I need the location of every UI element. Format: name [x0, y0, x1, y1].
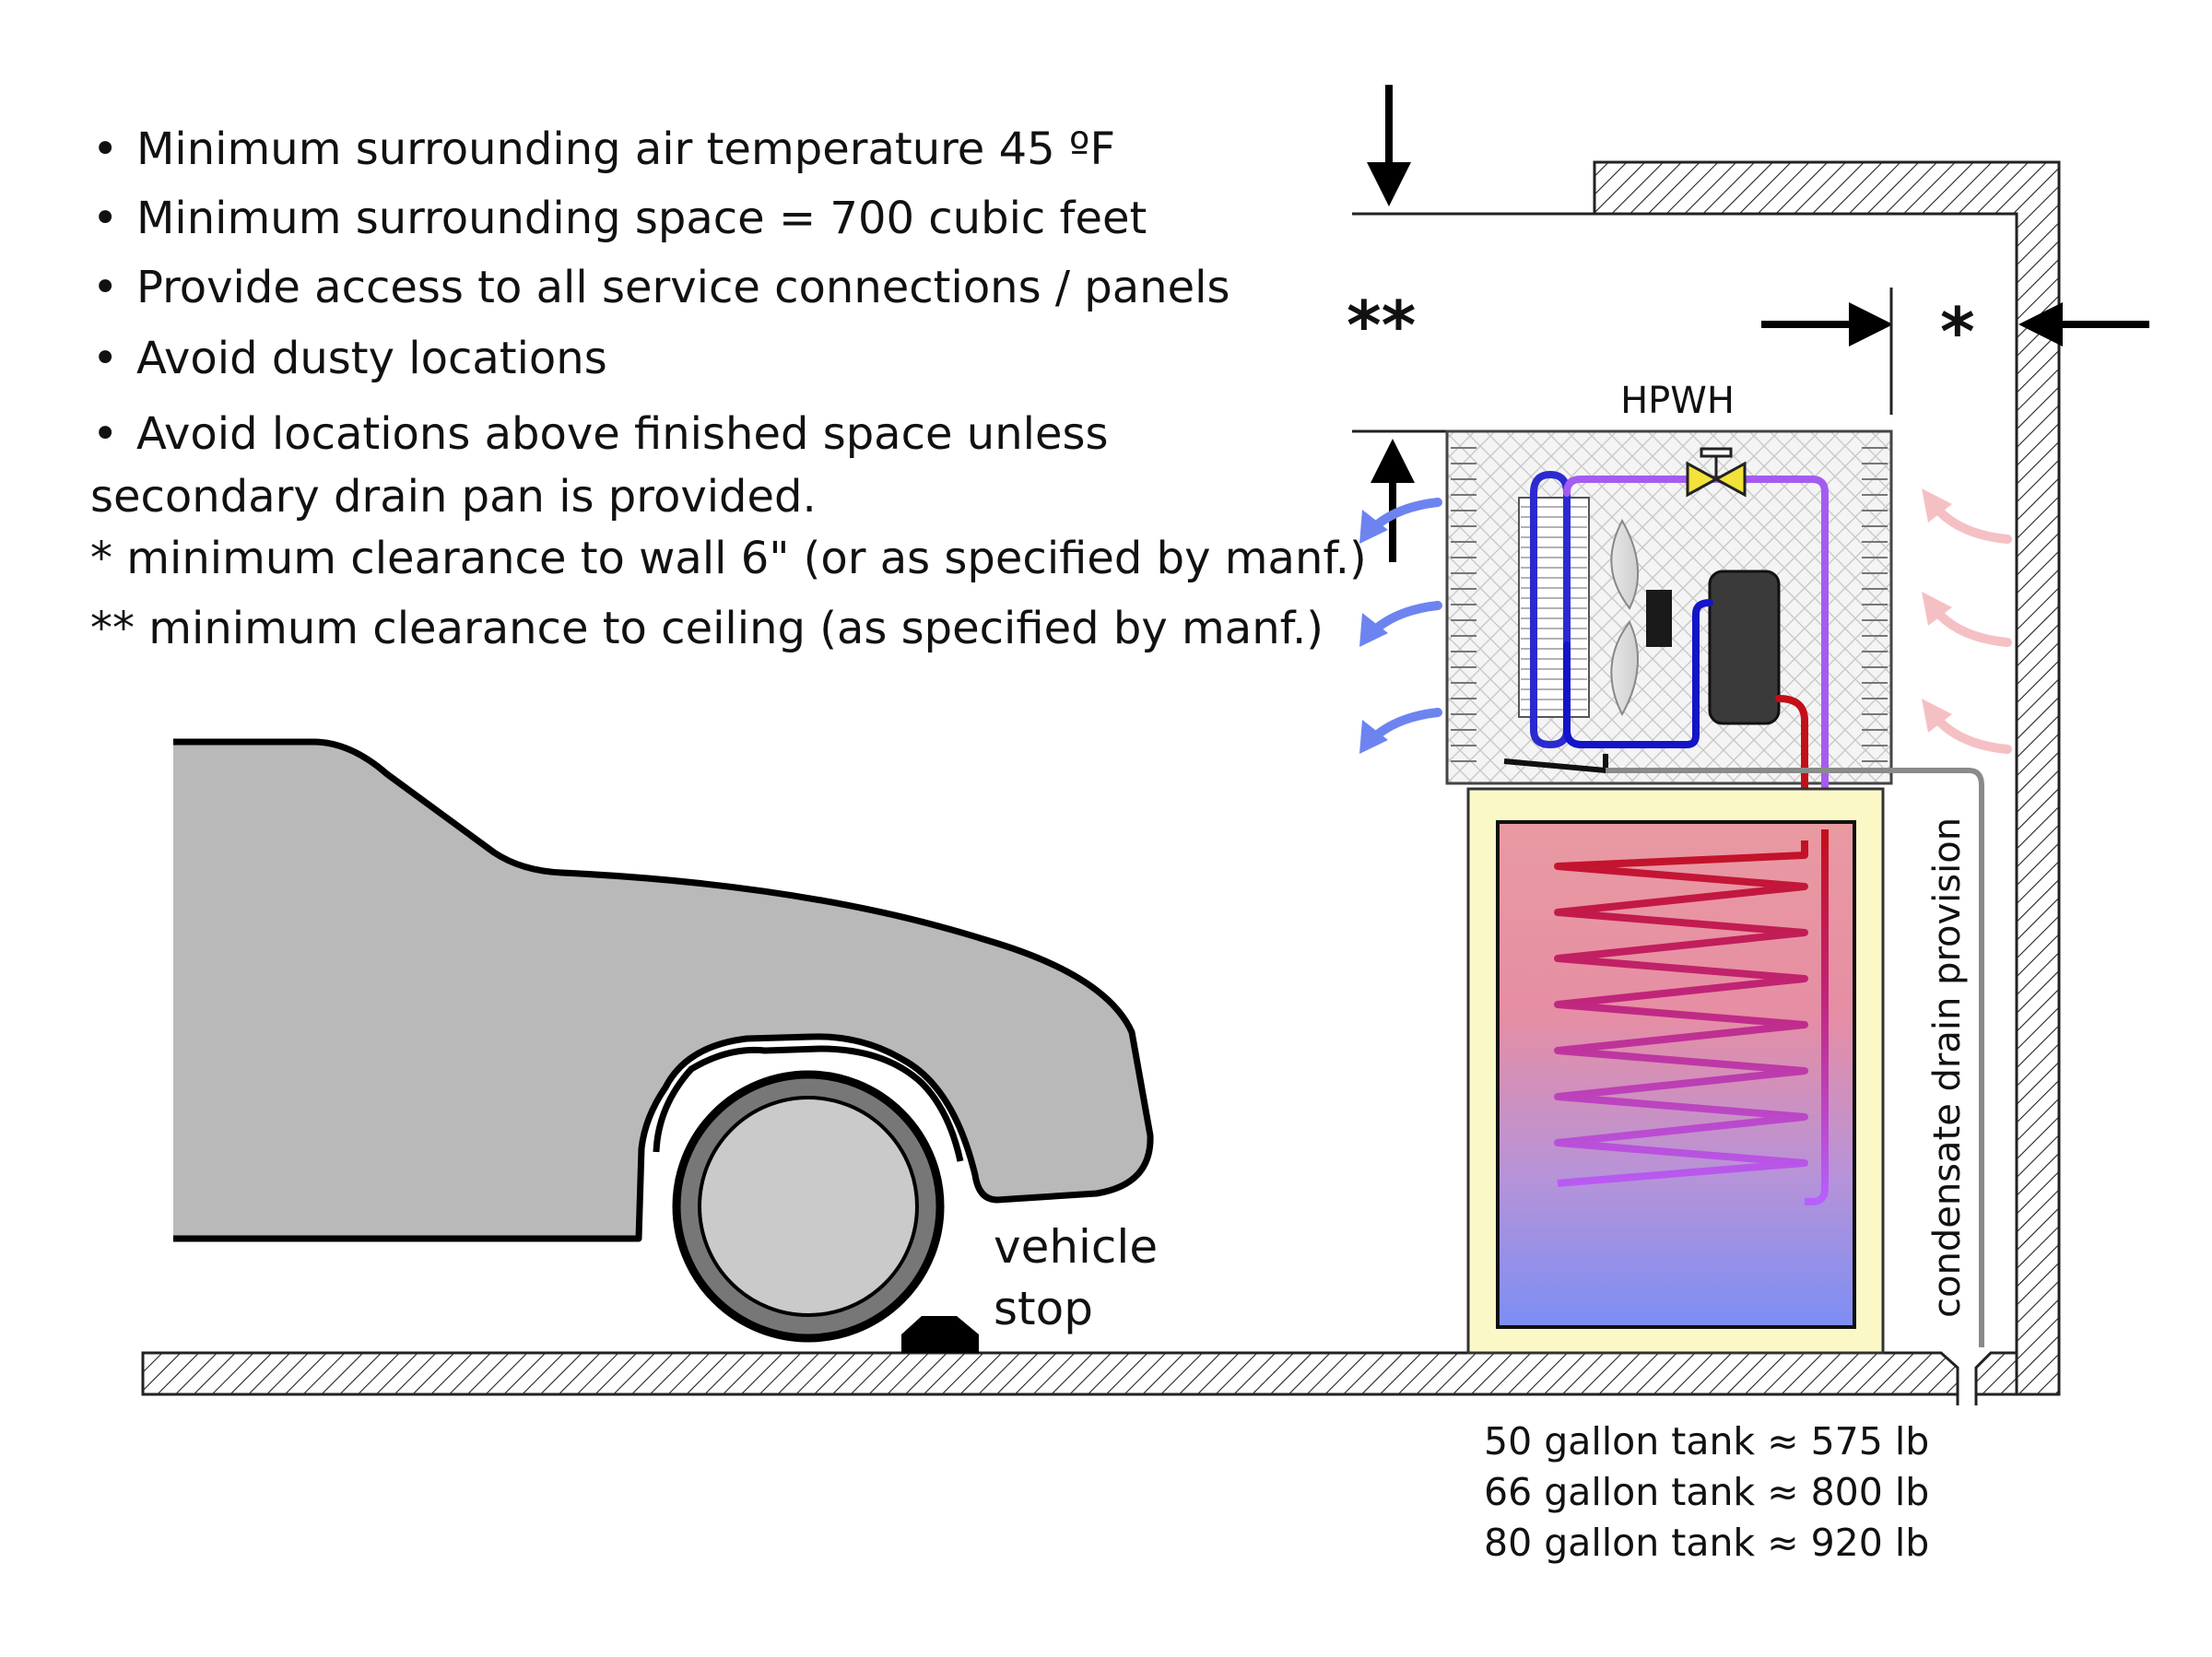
wall-clearance-marker: * [1940, 293, 1975, 370]
footnote-ceiling-clearance: ** minimum clearance to ceiling (as spec… [90, 603, 1324, 654]
housing-louvers [1451, 447, 1888, 762]
suction-line [1563, 599, 1713, 748]
condensate-drain: condensate drain provision [1606, 768, 1984, 1347]
warm-air-in-arrow [1922, 592, 2012, 647]
tank-weight-50: 50 gallon tank ≈ 575 lb [1484, 1419, 1929, 1463]
vehicle-stop-label-line1: vehicle [994, 1220, 1158, 1274]
cool-air-out-arrow [1359, 601, 1442, 647]
car-body [173, 742, 1151, 1239]
vehicle-stop: vehicle stop [901, 1220, 1158, 1353]
cool-air-out-arrow [1359, 708, 1442, 754]
floor-slab [141, 1351, 1959, 1396]
bullet-dot-2: • [92, 193, 118, 244]
condenser-coil-in-tank [1554, 829, 1829, 1205]
note-surrounding-space: Minimum surrounding space = 700 cubic fe… [136, 193, 1147, 244]
expansion-valve [1686, 447, 1747, 498]
tank-weight-66: 66 gallon tank ≈ 800 lb [1484, 1470, 1929, 1514]
vehicle [173, 738, 1154, 1343]
bullet-dot-5: • [92, 408, 118, 460]
installation-notes: • Minimum surrounding air temperature 45… [90, 123, 1367, 654]
wheel-rim [698, 1096, 919, 1317]
evaporator-fan [1610, 518, 1672, 717]
condensate-drain-line [1606, 768, 1984, 1347]
air-flow-arrows [1359, 488, 2012, 754]
car-outline [173, 738, 1154, 1242]
bullet-dot-4: • [92, 333, 118, 384]
wheel-well-trim [653, 1045, 964, 1162]
note-dusty-locations: Avoid dusty locations [136, 333, 607, 384]
cool-air-out-arrow [1359, 498, 1442, 544]
bullet-dot-1: • [92, 123, 118, 175]
valve-handle [1700, 447, 1733, 458]
evaporator-hairpin [1530, 471, 1571, 748]
note-service-access: Provide access to all service connection… [136, 262, 1230, 313]
compressor [1708, 570, 1781, 725]
valve-body [1686, 461, 1747, 498]
floor-drain-right [1974, 1351, 2018, 1396]
fan-motor [1646, 590, 1672, 647]
note-air-temperature: Minimum surrounding air temperature 45 º… [136, 123, 1115, 175]
ceiling-clearance-marker: ** [1347, 287, 1416, 364]
building-structure [141, 160, 2061, 1405]
bullet-dot-3: • [92, 262, 118, 313]
note-finished-space-line1: Avoid locations above finished space unl… [136, 408, 1109, 460]
footnote-wall-clearance: * minimum clearance to wall 6" (or as sp… [90, 533, 1367, 584]
note-finished-space-line2: secondary drain pan is provided. [90, 471, 817, 523]
vehicle-stop-label-line2: stop [994, 1282, 1093, 1335]
warm-air-in-arrow [1922, 699, 2012, 754]
storage-tank [1466, 787, 1885, 1355]
ceiling-clearance-dimension: ** [1347, 85, 1447, 562]
condensate-drain-label: condensate drain provision [1926, 817, 1969, 1318]
warm-air-in-arrow [1922, 488, 2012, 544]
evaporator-coil [1518, 497, 1590, 718]
vehicle-stop-block [901, 1316, 979, 1353]
hpwh-label: HPWH [1620, 380, 1735, 422]
tank-weight-80: 80 gallon tank ≈ 920 lb [1484, 1521, 1929, 1565]
evaporator-fins [1518, 497, 1590, 718]
fan-blade-lower [1610, 620, 1639, 717]
wall-clearance-dimension: * [1761, 288, 2149, 415]
tank-weight-list: 50 gallon tank ≈ 575 lb 66 gallon tank ≈… [1484, 1419, 1929, 1565]
fan-blade-upper [1610, 518, 1639, 610]
